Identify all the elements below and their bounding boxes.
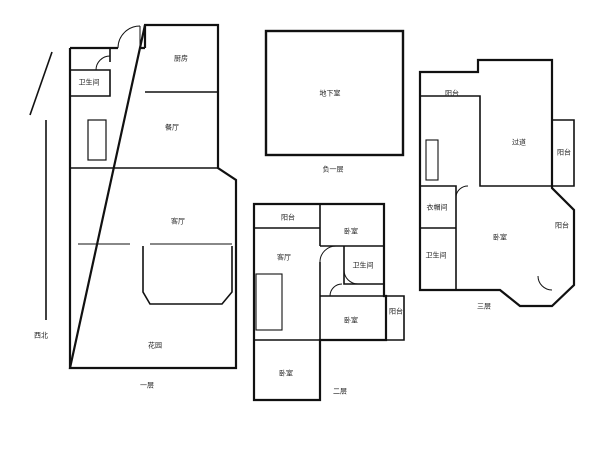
floor-3-caption: 三层 bbox=[477, 302, 491, 311]
kitchen-label: 厨房 bbox=[174, 54, 188, 63]
floor-2-doors bbox=[319, 245, 359, 297]
floor-2-bathroom-label: 卫生间 bbox=[352, 261, 374, 270]
floor-3-balcony-e1-label: 阳台 bbox=[557, 148, 571, 157]
floor-2-living-label: 客厅 bbox=[277, 253, 291, 262]
floor-1-doors bbox=[95, 25, 141, 71]
garden-label: 花园 bbox=[148, 341, 162, 350]
compass-line bbox=[29, 51, 53, 320]
basement-room-label: 地下室 bbox=[319, 89, 341, 98]
floor-1-living-label: 客厅 bbox=[171, 217, 185, 226]
floor-3-balcony-top-label: 阳台 bbox=[445, 89, 459, 98]
floor-2-balcony-e-label: 阳台 bbox=[389, 307, 403, 316]
floor-2-balcony-label: 阳台 bbox=[281, 213, 295, 222]
orientation-label: 西北 bbox=[34, 331, 48, 340]
basement-walls bbox=[264, 29, 405, 157]
corridor-label: 过道 bbox=[512, 138, 526, 147]
cloakroom-label: 衣帽间 bbox=[426, 203, 448, 212]
floor-3-bedroom-label: 卧室 bbox=[493, 233, 507, 242]
floor-2-bedroom-ne-label: 卧室 bbox=[344, 227, 358, 236]
floor-2-walls bbox=[252, 202, 405, 402]
floor-3-doors bbox=[455, 185, 553, 291]
floor-2-bedroom-e-label: 卧室 bbox=[344, 316, 358, 325]
floor-3-balcony-e2-label: 阳台 bbox=[555, 221, 569, 230]
floor-1-caption: 一层 bbox=[140, 381, 154, 390]
dining-label: 餐厅 bbox=[165, 123, 179, 132]
floor-3-walls bbox=[418, 58, 576, 308]
basement-caption: 负一层 bbox=[322, 165, 344, 174]
floor-2-caption: 二层 bbox=[333, 387, 347, 396]
floor-1-walls bbox=[68, 23, 238, 370]
floor-3-bathroom-label: 卫生间 bbox=[425, 251, 447, 260]
floor-1-bathroom-label: 卫生间 bbox=[78, 78, 100, 87]
floor-2-bedroom-s-label: 卧室 bbox=[279, 369, 293, 378]
